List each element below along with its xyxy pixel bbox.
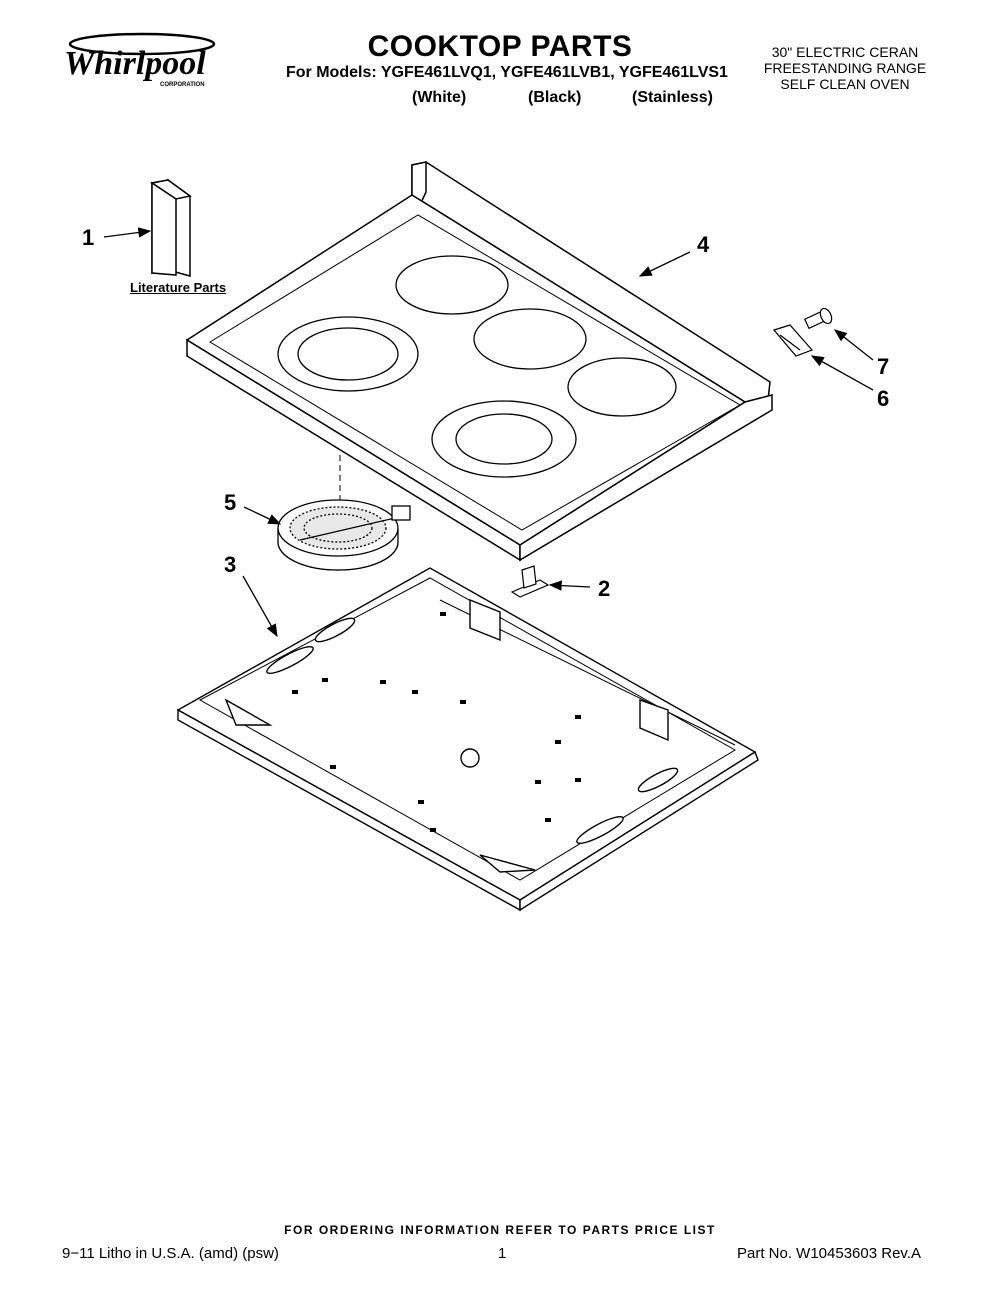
cooktop-top bbox=[185, 161, 773, 562]
spec-line: SELF CLEAN OVEN bbox=[780, 76, 910, 92]
callout-6: 6 bbox=[877, 386, 890, 411]
surface-element bbox=[277, 499, 411, 571]
callout-5: 5 bbox=[224, 490, 237, 515]
callout-2: 2 bbox=[598, 576, 611, 601]
screw bbox=[803, 307, 833, 330]
burner-rings bbox=[277, 255, 677, 478]
spec-line: 30" ELECTRIC CERAN bbox=[771, 44, 919, 60]
box-fastener-holes bbox=[292, 612, 581, 832]
hinge-bracket bbox=[772, 324, 814, 357]
page-title: COOKTOP PARTS bbox=[367, 30, 633, 63]
color-stainless: (Stainless) bbox=[632, 89, 713, 106]
cooktop-clip bbox=[510, 565, 550, 598]
spec-line: FREESTANDING RANGE bbox=[763, 60, 927, 76]
color-black: (Black) bbox=[528, 89, 582, 106]
model-list: For Models: YGFE461LVQ1, YGFE461LVB1, YG… bbox=[286, 64, 728, 81]
callout-4: 4 bbox=[697, 232, 710, 257]
part-number: Part No. W10453603 Rev.A bbox=[737, 1245, 921, 1262]
ordering-note: FOR ORDERING INFORMATION REFER TO PARTS … bbox=[284, 1223, 716, 1237]
burner-box bbox=[176, 567, 759, 912]
page-number: 1 bbox=[498, 1245, 507, 1262]
whirlpool-logo: Whirlpool CORPORATION bbox=[64, 32, 216, 88]
litho-info: 9−11 Litho in U.S.A. (amd) (psw) bbox=[62, 1245, 279, 1262]
product-spec: 30" ELECTRIC CERAN FREESTANDING RANGE SE… bbox=[745, 44, 945, 92]
svg-text:Whirlpool: Whirlpool bbox=[64, 45, 206, 82]
callout-3: 3 bbox=[224, 552, 237, 577]
callout-1: 1 bbox=[82, 225, 95, 250]
color-white: (White) bbox=[412, 89, 467, 106]
callout-7: 7 bbox=[877, 354, 890, 379]
literature-parts-label: Literature Parts bbox=[130, 280, 227, 295]
literature-booklet bbox=[150, 178, 192, 277]
svg-text:CORPORATION: CORPORATION bbox=[160, 82, 205, 88]
leader-lines bbox=[103, 227, 874, 638]
